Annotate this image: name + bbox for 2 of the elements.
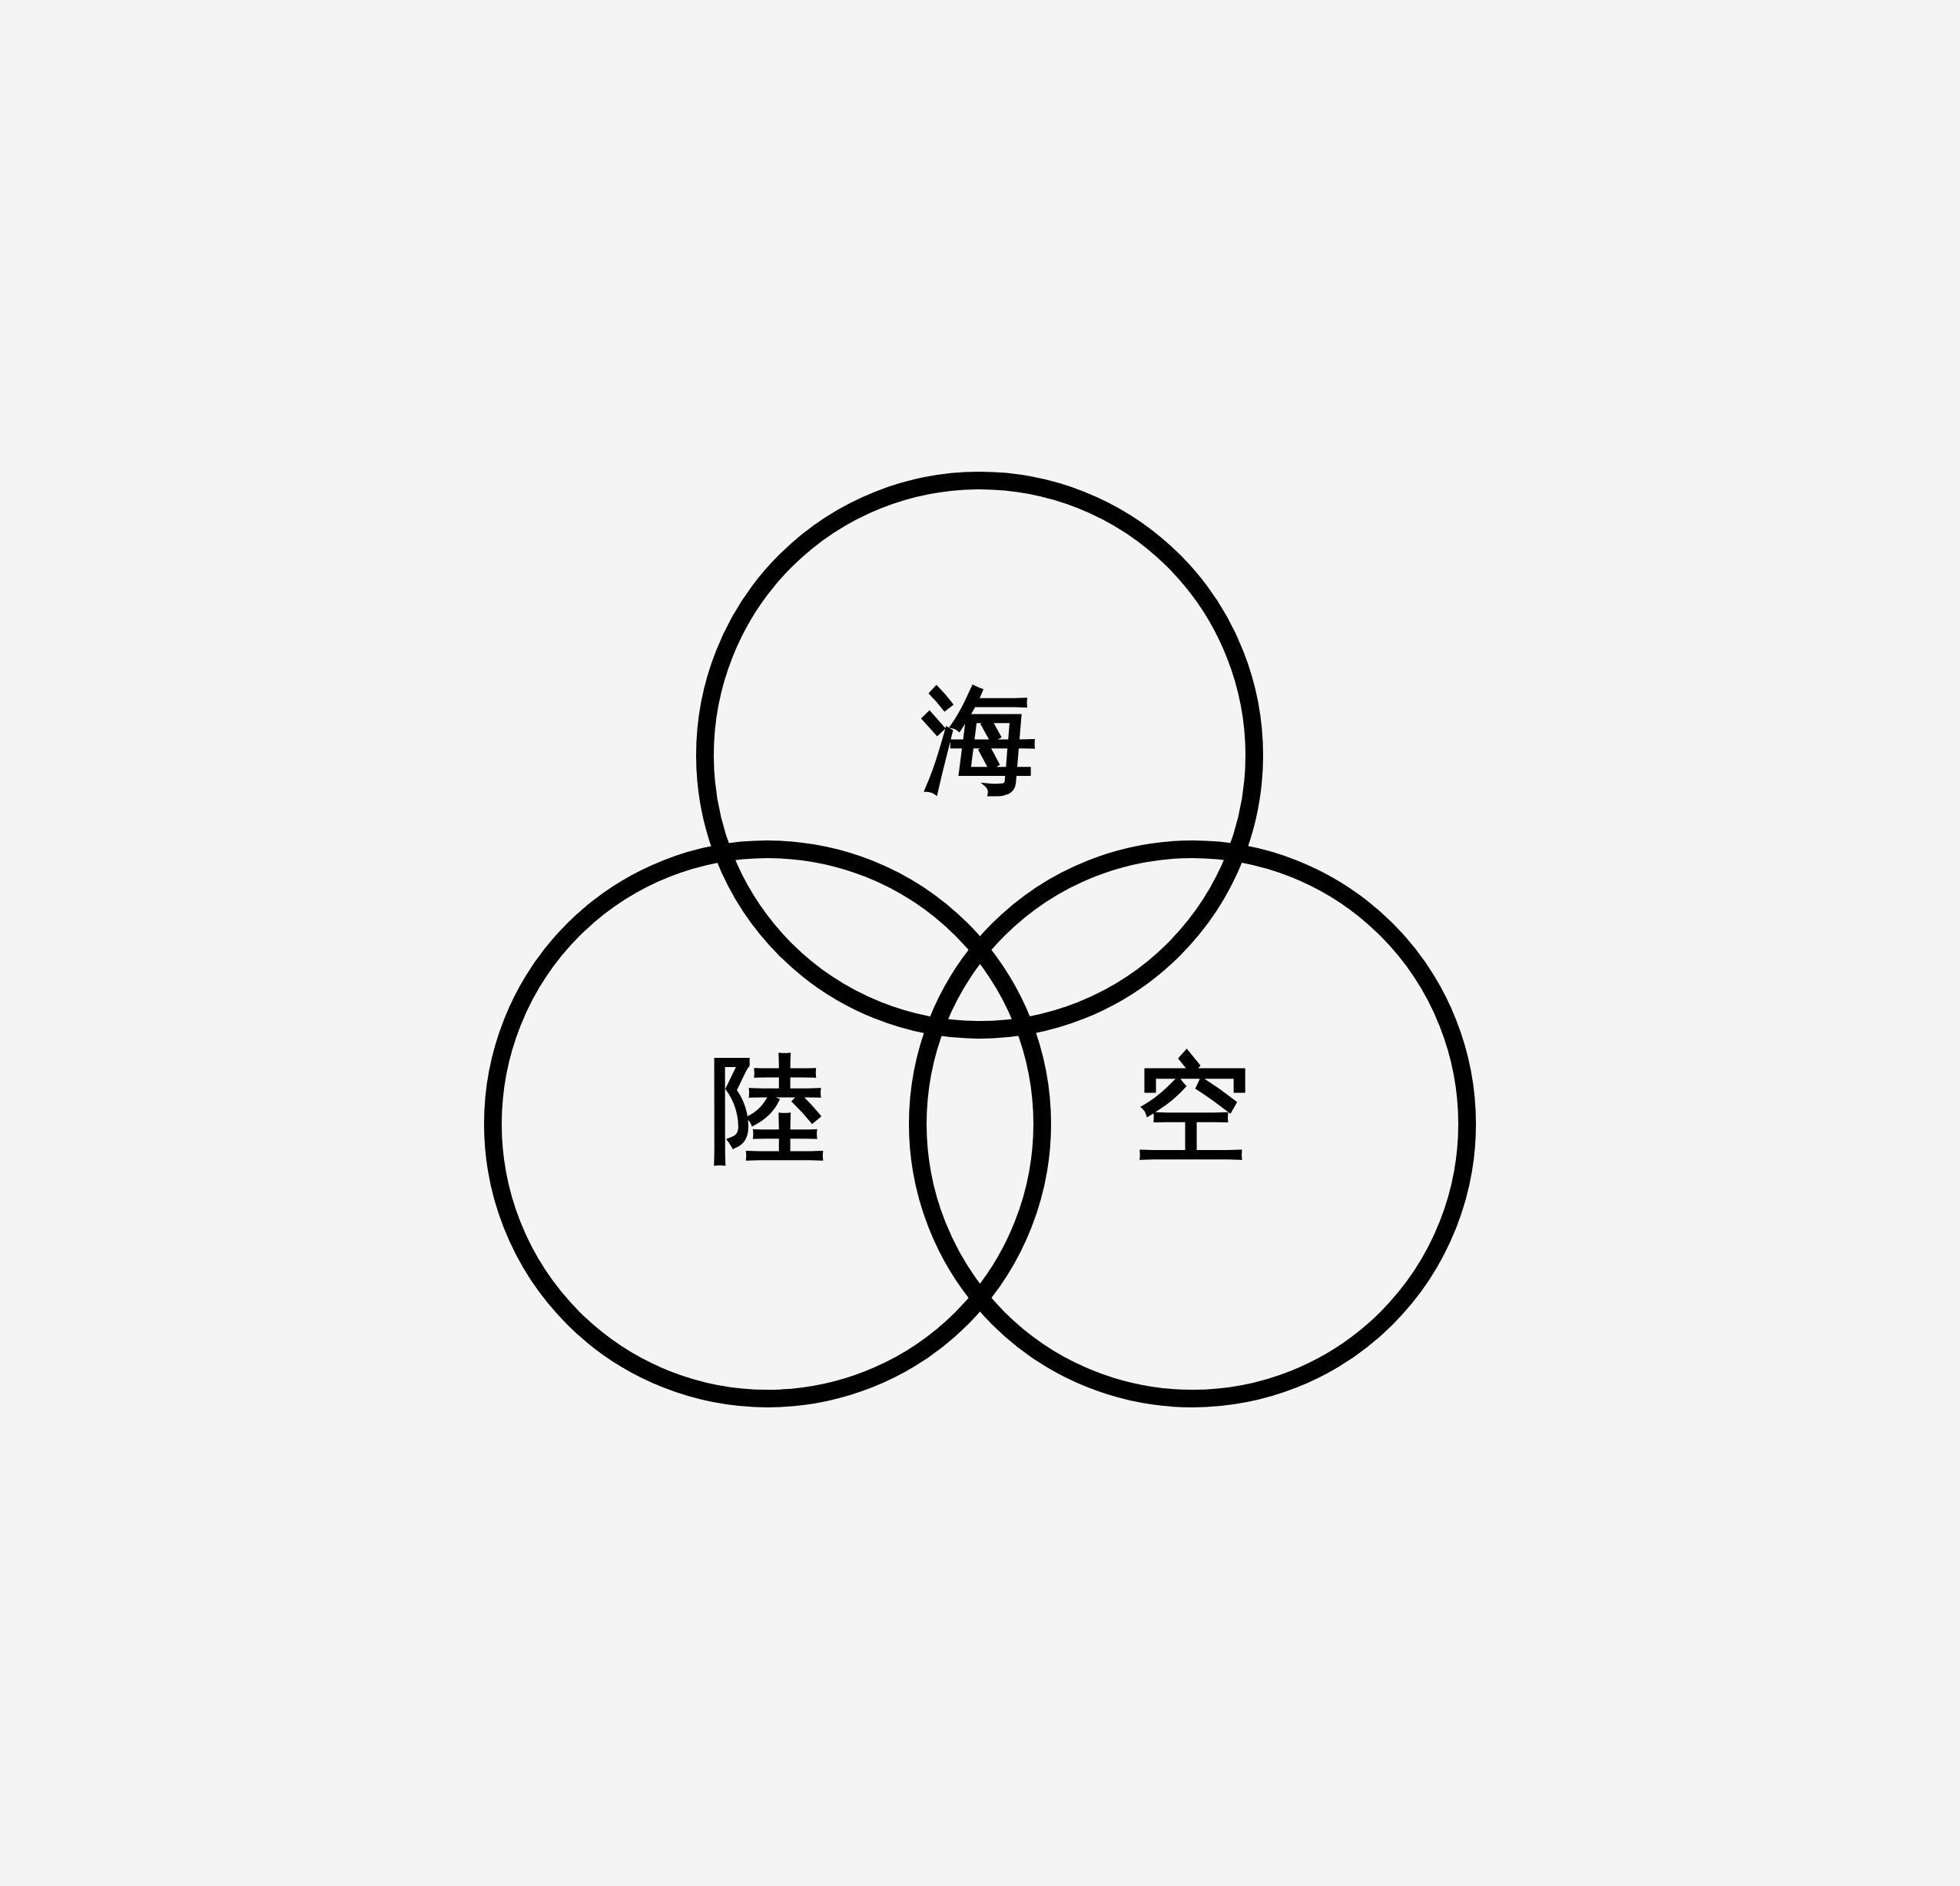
set-label: 陸 bbox=[709, 1051, 826, 1166]
set-label: 海 bbox=[920, 682, 1038, 797]
